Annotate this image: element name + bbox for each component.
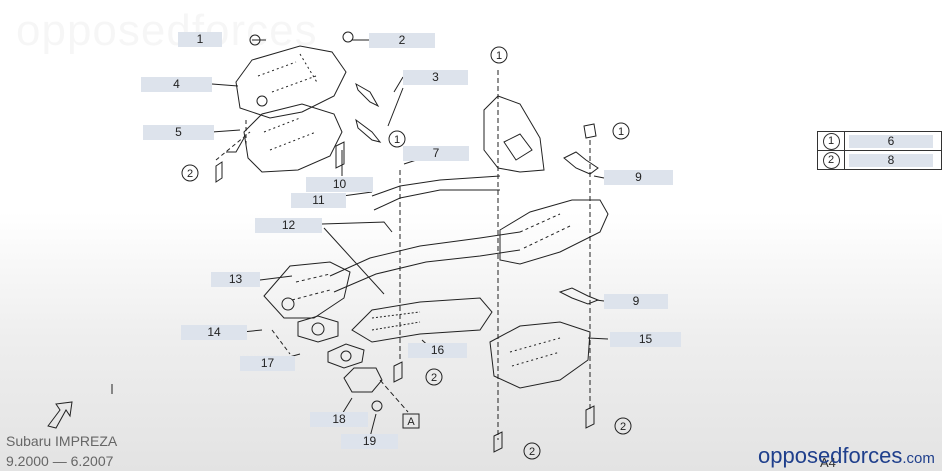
callout-16[interactable]: 16 xyxy=(408,343,467,358)
marker-2b: 2 xyxy=(431,372,437,384)
marker-2c: 2 xyxy=(620,421,626,433)
upper-heat-shield xyxy=(235,45,347,119)
callout-1[interactable]: 1 xyxy=(178,32,222,47)
callout-7[interactable]: 7 xyxy=(403,146,469,161)
legend-value-cell[interactable]: 8 xyxy=(844,150,942,170)
bracket-3a xyxy=(355,82,380,108)
marker-1b: 1 xyxy=(394,134,400,146)
marker-1a: 1 xyxy=(496,50,502,62)
heat-shield-16 xyxy=(351,297,493,343)
clip-9-lower xyxy=(558,287,600,305)
callout-11[interactable]: 11 xyxy=(291,193,346,208)
bolt-legend-table: 1 6 2 8 xyxy=(817,131,942,170)
front-catalyst xyxy=(263,261,351,319)
hanger-18 xyxy=(343,367,383,393)
callout-4[interactable]: 4 xyxy=(141,77,212,92)
callout-14[interactable]: 14 xyxy=(181,325,247,340)
marker-box-a: A xyxy=(407,416,415,428)
callout-19[interactable]: 19 xyxy=(341,434,398,449)
gasket-lower xyxy=(327,343,365,369)
marker-2d: 2 xyxy=(529,446,535,458)
catalytic-converter xyxy=(499,199,609,265)
marker-2a: 2 xyxy=(187,168,193,180)
legend-part[interactable]: 6 xyxy=(849,134,933,148)
legend-row: 1 6 xyxy=(817,131,942,151)
brand-tld: .com xyxy=(902,450,935,467)
callout-15[interactable]: 15 xyxy=(610,332,681,347)
callout-3[interactable]: 3 xyxy=(403,70,468,85)
bolt-right-top xyxy=(583,123,597,139)
brand-name: opposedforces xyxy=(758,443,903,468)
lower-heat-shield xyxy=(243,103,343,173)
callout-18[interactable]: 18 xyxy=(310,412,368,427)
gasket-upper xyxy=(297,315,339,343)
callout-5[interactable]: 5 xyxy=(143,125,214,140)
callout-9-upper[interactable]: 9 xyxy=(604,170,673,185)
legend-row: 2 8 xyxy=(817,150,942,170)
page-code: A4 xyxy=(820,455,836,470)
marker-1c: 1 xyxy=(618,126,624,138)
bolt-bottom-center xyxy=(393,361,403,383)
bolt-bottom-right xyxy=(585,405,595,429)
legend-symbol: 1 xyxy=(822,132,840,150)
bolt-left xyxy=(215,161,223,183)
callout-17[interactable]: 17 xyxy=(240,356,295,371)
legend-part[interactable]: 8 xyxy=(849,153,933,167)
callout-12[interactable]: 12 xyxy=(255,218,322,233)
legend-value-cell[interactable]: 6 xyxy=(844,131,942,151)
bolt-bottom-mid xyxy=(493,431,503,453)
heat-shield-15 xyxy=(489,321,591,389)
vehicle-model: Subaru IMPREZA xyxy=(6,433,118,449)
bracket-3b xyxy=(355,118,382,143)
vehicle-date-range: 9.2000 — 6.2007 xyxy=(6,453,114,469)
callout-13[interactable]: 13 xyxy=(211,272,260,287)
legend-symbol-cell: 2 xyxy=(817,150,845,170)
legend-symbol-cell: 1 xyxy=(817,131,845,151)
callout-9-lower[interactable]: 9 xyxy=(604,294,668,309)
clip-9-upper xyxy=(563,151,599,175)
front-exhaust-pipe xyxy=(371,175,501,211)
legend-symbol: 2 xyxy=(822,151,840,169)
upper-right-bracket xyxy=(483,95,545,173)
bolt-10 xyxy=(335,141,345,169)
brand-logo[interactable]: opposedforces.com xyxy=(758,443,935,469)
callout-2[interactable]: 2 xyxy=(369,33,435,48)
marker-circles: 1 1 1 2 2 2 2 A xyxy=(181,46,632,460)
callout-10[interactable]: 10 xyxy=(306,177,373,192)
orientation-arrow xyxy=(47,401,73,429)
